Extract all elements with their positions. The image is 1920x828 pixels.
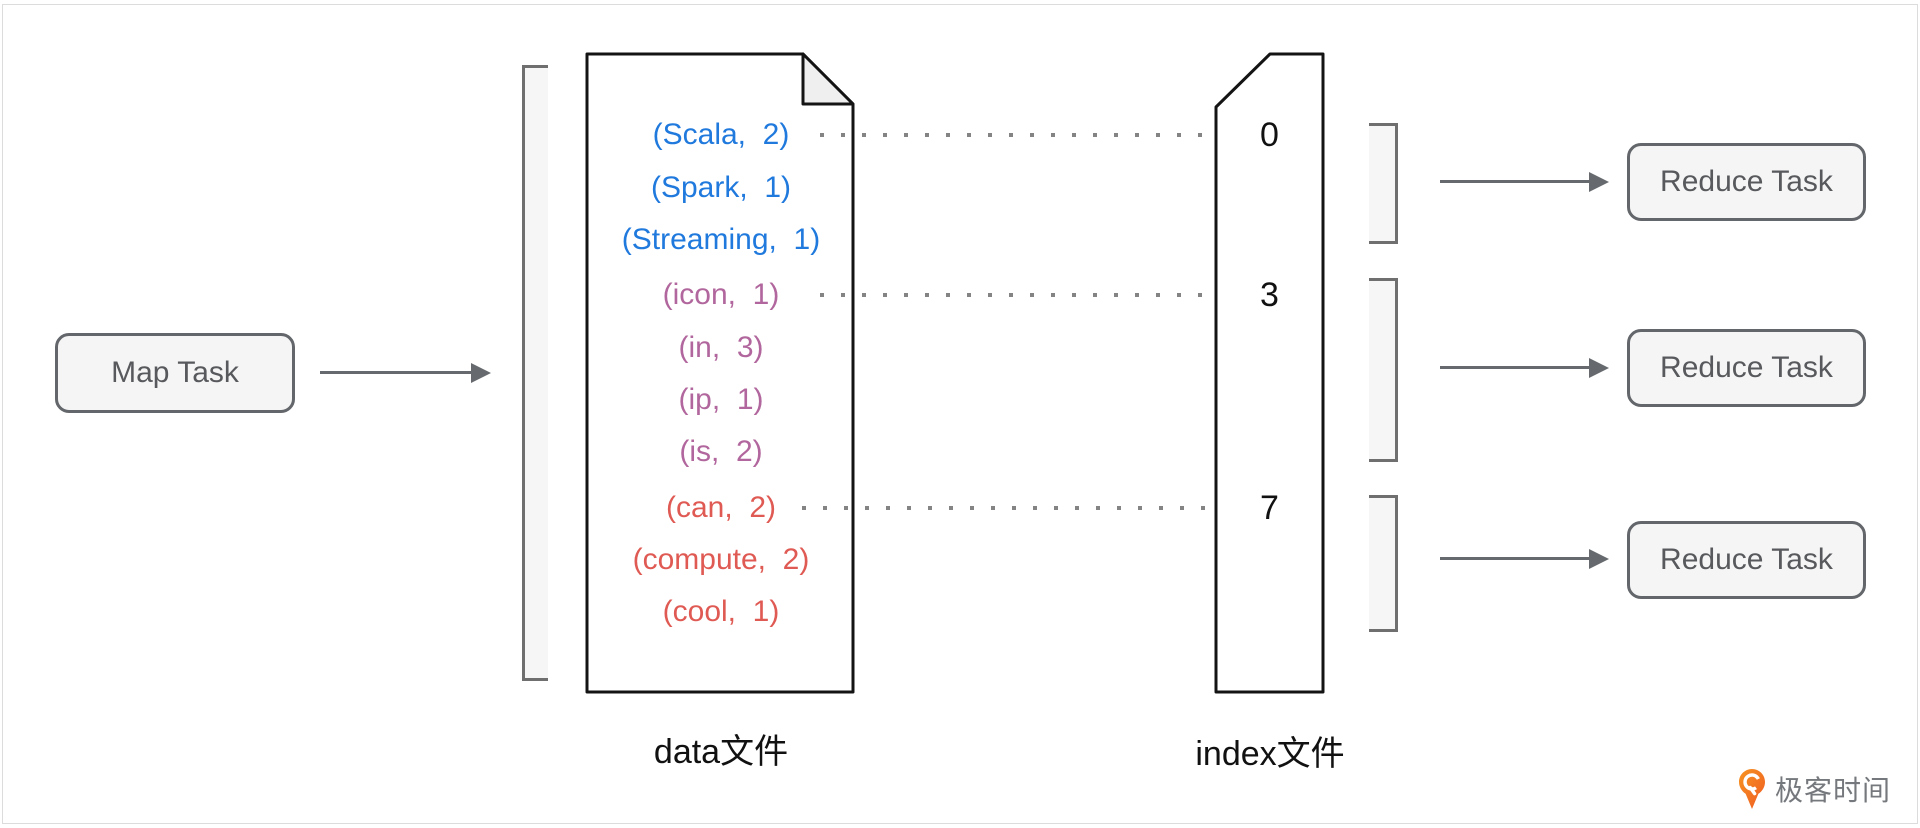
- dotted-connector-can-7: [802, 506, 1240, 510]
- index-offset: 3: [1260, 276, 1279, 314]
- reduce-task-label: Reduce Task: [1660, 351, 1833, 384]
- dotted-connector-scala-0: [820, 133, 1240, 137]
- arrow-map-to-data: [320, 362, 491, 383]
- arrow-to-reduce-1: [1440, 171, 1609, 192]
- brand-logo: 极客时间: [1738, 768, 1891, 810]
- index-file-caption: index文件: [1195, 735, 1345, 773]
- range-bracket-2: [1369, 278, 1398, 462]
- dotted-connector-icon-3: [820, 293, 1240, 297]
- range-bracket-3: [1369, 495, 1398, 632]
- data-file-caption: data文件: [653, 733, 789, 771]
- geektime-pin-icon: [1739, 769, 1765, 809]
- kv-row: (Streaming, 1): [621, 223, 821, 256]
- kv-row: (in, 3): [678, 331, 764, 364]
- index-offset: 7: [1260, 489, 1279, 527]
- data-file-bracket: [522, 65, 548, 681]
- kv-row: (icon, 1): [662, 278, 780, 311]
- arrow-to-reduce-3: [1440, 548, 1609, 569]
- brand-text: 极客时间: [1775, 775, 1892, 806]
- index-offset: 0: [1260, 116, 1279, 154]
- page-border: [2, 4, 1918, 824]
- kv-row: (Scala, 2): [652, 118, 790, 151]
- data-file-shape: [585, 52, 855, 694]
- map-task-label: Map Task: [111, 356, 239, 389]
- reduce-task-label: Reduce Task: [1660, 543, 1833, 576]
- kv-row: (compute, 2): [632, 543, 810, 576]
- kv-row: (cool, 1): [662, 595, 780, 628]
- map-task-box: Map Task: [55, 333, 295, 413]
- reduce-task-box-2: Reduce Task: [1627, 329, 1866, 407]
- reduce-task-box-1: Reduce Task: [1627, 143, 1866, 221]
- reduce-task-label: Reduce Task: [1660, 165, 1833, 198]
- arrow-to-reduce-2: [1440, 357, 1609, 378]
- index-file-shape: [1214, 52, 1325, 694]
- kv-row: (ip, 1): [678, 383, 764, 416]
- reduce-task-box-3: Reduce Task: [1627, 521, 1866, 599]
- range-bracket-1: [1369, 123, 1398, 244]
- kv-row: (can, 2): [665, 491, 777, 524]
- kv-row: (Spark, 1): [650, 171, 792, 204]
- kv-row: (is, 2): [679, 435, 763, 468]
